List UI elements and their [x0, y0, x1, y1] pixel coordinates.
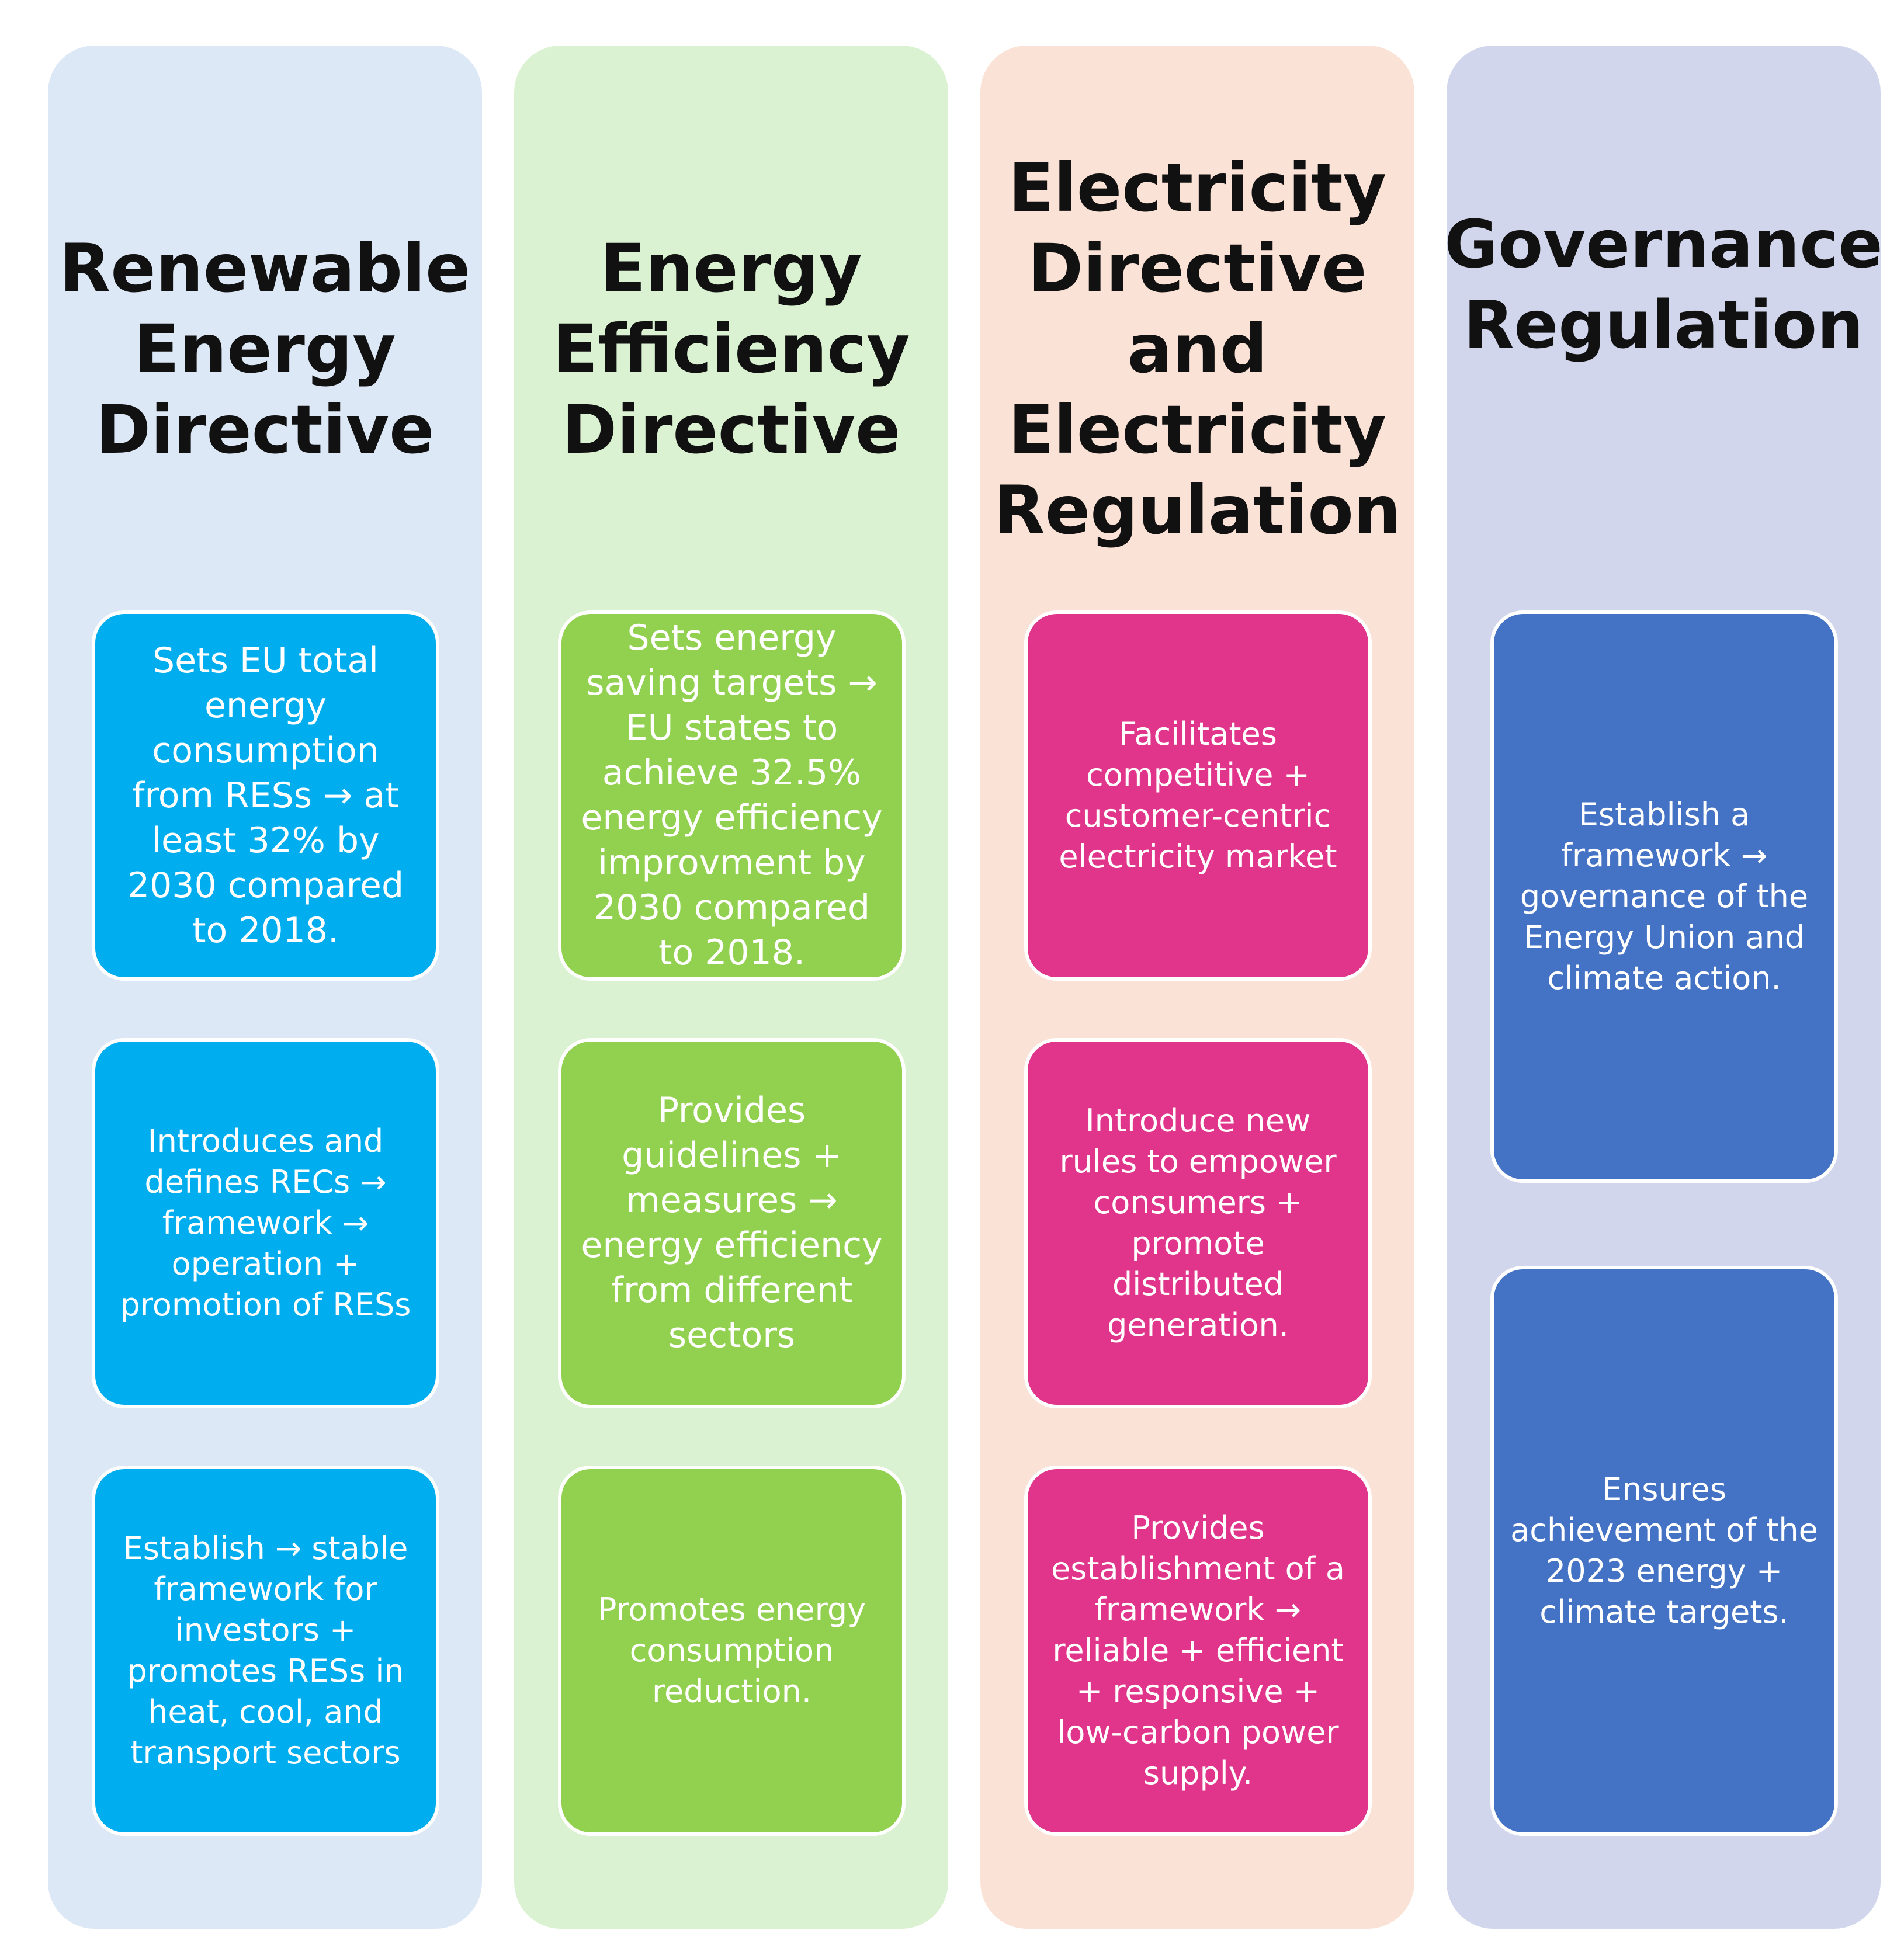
- column-governance-regulation: Governance Regulation Establish a framew…: [1444, 46, 1883, 1929]
- column-title: Governance Regulation: [1444, 207, 1883, 363]
- card-empower-consumers: Introduce new rules to empower consumers…: [1024, 1038, 1372, 1408]
- card-text: Provides guidelines + measures → energy …: [581, 1090, 883, 1356]
- card-text: Introduce new rules to empower consumers…: [1059, 1102, 1337, 1343]
- card-text: Ensures achievement of the 2023 energy +…: [1510, 1471, 1818, 1630]
- column-energy-efficiency-directive: Energy Efficiency Directive Sets energy …: [514, 46, 948, 1929]
- card-text: Provides establishment of a framework → …: [1051, 1509, 1345, 1792]
- card-energy-union-governance: Establish a framework → governance of th…: [1490, 610, 1838, 1183]
- card-text: Establish → stable framework for investo…: [123, 1530, 408, 1771]
- card-climate-targets: Ensures achievement of the 2023 energy +…: [1490, 1266, 1838, 1836]
- card-text: Introduces and defines RECs → framework …: [120, 1123, 411, 1323]
- card-investor-framework: Establish → stable framework for investo…: [92, 1466, 439, 1836]
- card-text: Sets energy saving targets → EU states t…: [581, 617, 883, 973]
- column-renewable-energy-directive: Renewable Energy Directive Sets EU total…: [48, 46, 482, 1929]
- column-title: Renewable Energy Directive: [59, 230, 471, 468]
- card-text: Establish a framework → governance of th…: [1520, 796, 1809, 997]
- column-electricity-directive-regulation: Electricity Directive and Electricity Re…: [980, 46, 1414, 1929]
- card-res-target: Sets EU total energy consumption from RE…: [92, 610, 439, 981]
- card-text: Sets EU total energy consumption from RE…: [127, 640, 404, 951]
- card-competitive-market: Facilitates competitive + customer-centr…: [1024, 610, 1372, 981]
- card-consumption-reduction: Promotes energy consumption reduction.: [558, 1466, 906, 1836]
- column-title: Energy Efficiency Directive: [552, 230, 910, 468]
- card-power-supply-framework: Provides establishment of a framework → …: [1024, 1466, 1372, 1836]
- card-text: Facilitates competitive + customer-centr…: [1059, 716, 1337, 875]
- card-recs-framework: Introduces and defines RECs → framework …: [92, 1038, 439, 1408]
- card-guidelines-measures: Provides guidelines + measures → energy …: [558, 1038, 906, 1408]
- card-saving-targets: Sets energy saving targets → EU states t…: [558, 610, 906, 981]
- card-text: Promotes energy consumption reduction.: [597, 1591, 866, 1710]
- column-title: Electricity Directive and Electricity Re…: [994, 149, 1401, 549]
